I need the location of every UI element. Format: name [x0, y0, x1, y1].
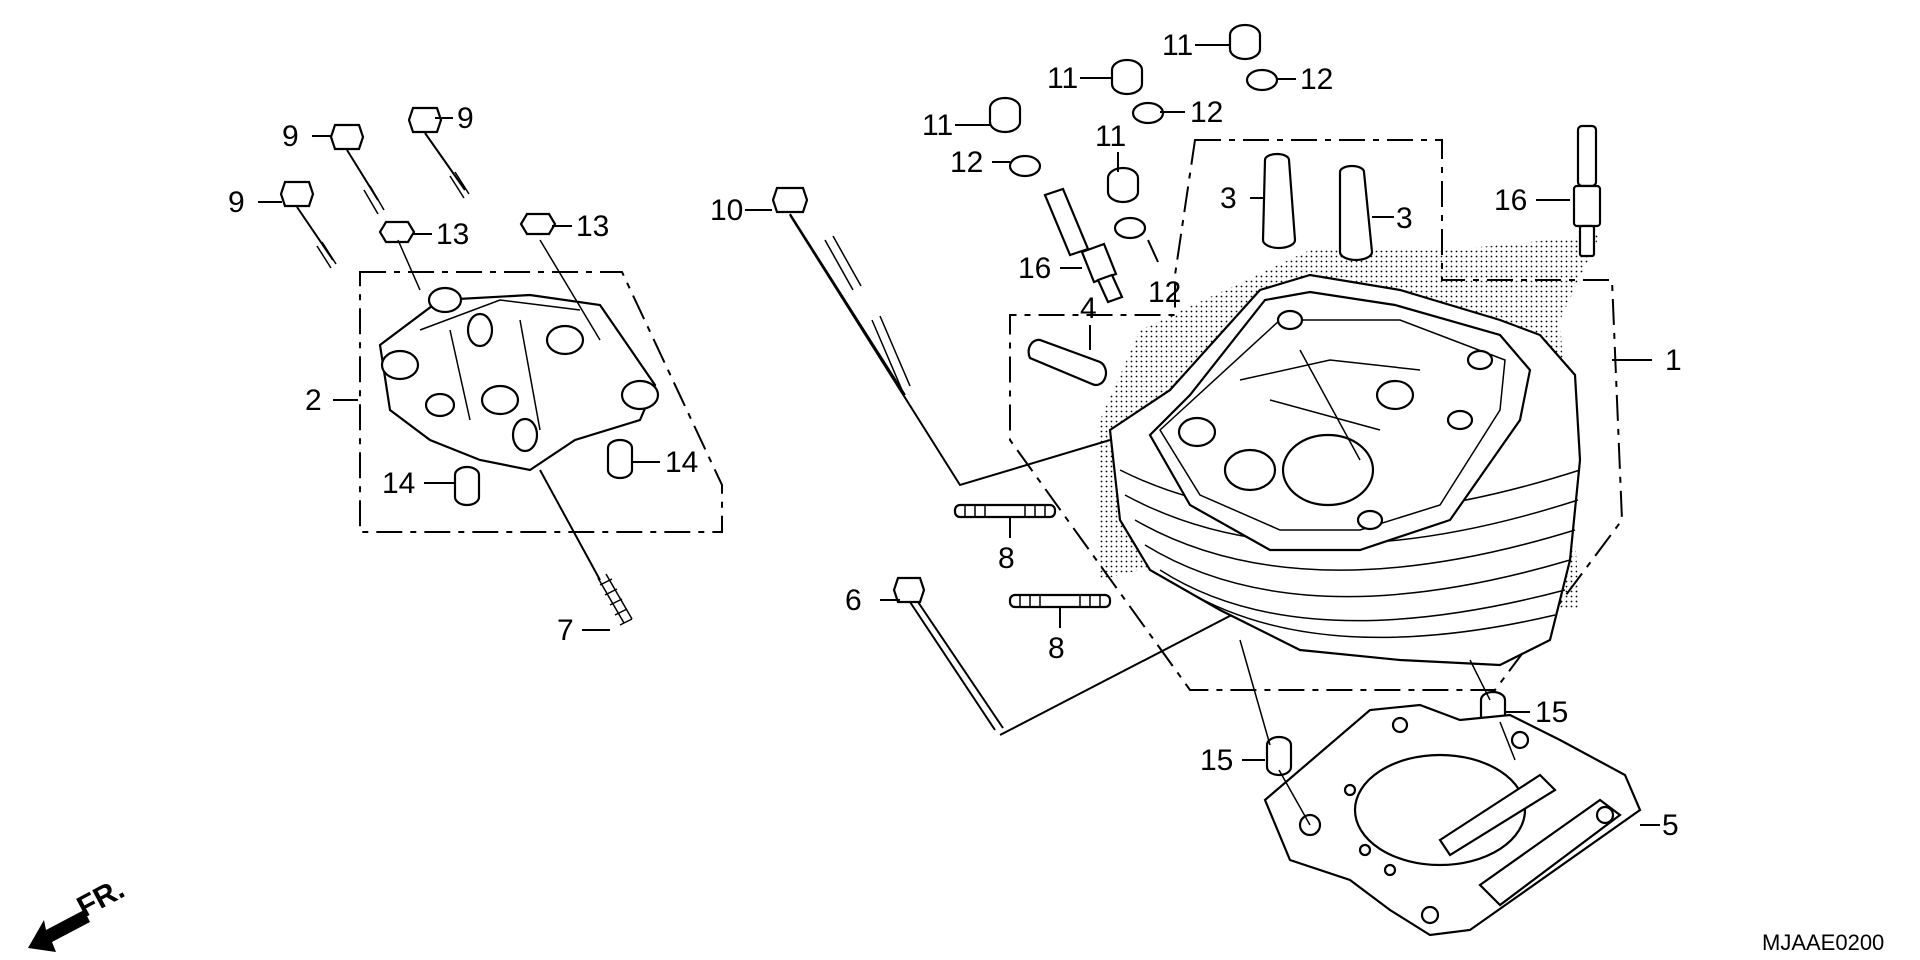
label-1: 1 [1665, 344, 1682, 377]
valve-guide-3-a [1261, 152, 1297, 250]
label-3b: 3 [1396, 202, 1413, 235]
nut-13-a [378, 220, 416, 244]
dowel-15-a [1265, 735, 1293, 777]
stud-bolt-8-a [953, 503, 1057, 519]
front-direction-arrow: FR. [28, 872, 130, 952]
label-2: 2 [305, 384, 322, 417]
arrow-icon [28, 910, 90, 952]
flange-bolt-6 [892, 576, 1004, 731]
rocker-arm-holder-group [359, 271, 723, 533]
label-9b: 9 [457, 102, 474, 135]
flange-bolt-9-a [329, 123, 385, 215]
label-16b: 16 [1494, 184, 1527, 217]
label-14a: 14 [382, 467, 415, 500]
label-13b: 13 [576, 210, 609, 243]
label-12c: 12 [1300, 63, 1333, 96]
label-3a: 3 [1220, 182, 1237, 215]
valve-guide-3-b [1338, 164, 1374, 262]
label-11a: 11 [922, 109, 953, 142]
label-11c: 11 [1162, 29, 1193, 62]
label-15b: 15 [1535, 696, 1568, 729]
label-11d: 11 [1095, 120, 1126, 153]
flange-bolt-9-b [407, 106, 470, 199]
label-7: 7 [557, 614, 574, 647]
flange-bolt-9-c [279, 180, 337, 269]
label-11b: 11 [1047, 62, 1078, 95]
leaders-right [745, 44, 1660, 826]
label-12a: 12 [950, 146, 983, 179]
stud-bolt-8-b [1008, 593, 1112, 609]
label-9c: 9 [228, 186, 245, 219]
valve-guide-4 [1027, 338, 1108, 387]
label-9a: 9 [282, 120, 299, 153]
label-5: 5 [1662, 809, 1679, 842]
label-12b: 12 [1190, 96, 1223, 129]
label-12d: 12 [1148, 276, 1181, 309]
label-4: 4 [1080, 292, 1097, 325]
drawing-code: MJAAE0200 [1762, 930, 1884, 955]
label-6: 6 [845, 584, 862, 617]
label-16a: 16 [1018, 252, 1051, 285]
cylinder-head [1108, 273, 1582, 667]
spark-plug-16-a [1043, 187, 1124, 304]
flange-bolt-10 [771, 186, 911, 396]
label-8b: 8 [1048, 632, 1065, 665]
label-13a: 13 [436, 218, 469, 251]
label-8a: 8 [998, 542, 1015, 575]
label-14b: 14 [665, 446, 698, 479]
cylinder-head-gasket [1263, 703, 1642, 937]
part-number-labels: 1 2 3 3 4 5 6 7 8 8 9 9 9 10 11 11 11 11… [228, 29, 1682, 842]
label-15a: 15 [1200, 744, 1233, 777]
label-10: 10 [710, 194, 743, 227]
spark-plug-16-b [1572, 124, 1602, 258]
cap-nuts-and-washers [988, 23, 1279, 240]
leaders-left [258, 117, 660, 631]
nut-13-b [519, 212, 557, 236]
stud-bolt-7 [539, 469, 633, 626]
